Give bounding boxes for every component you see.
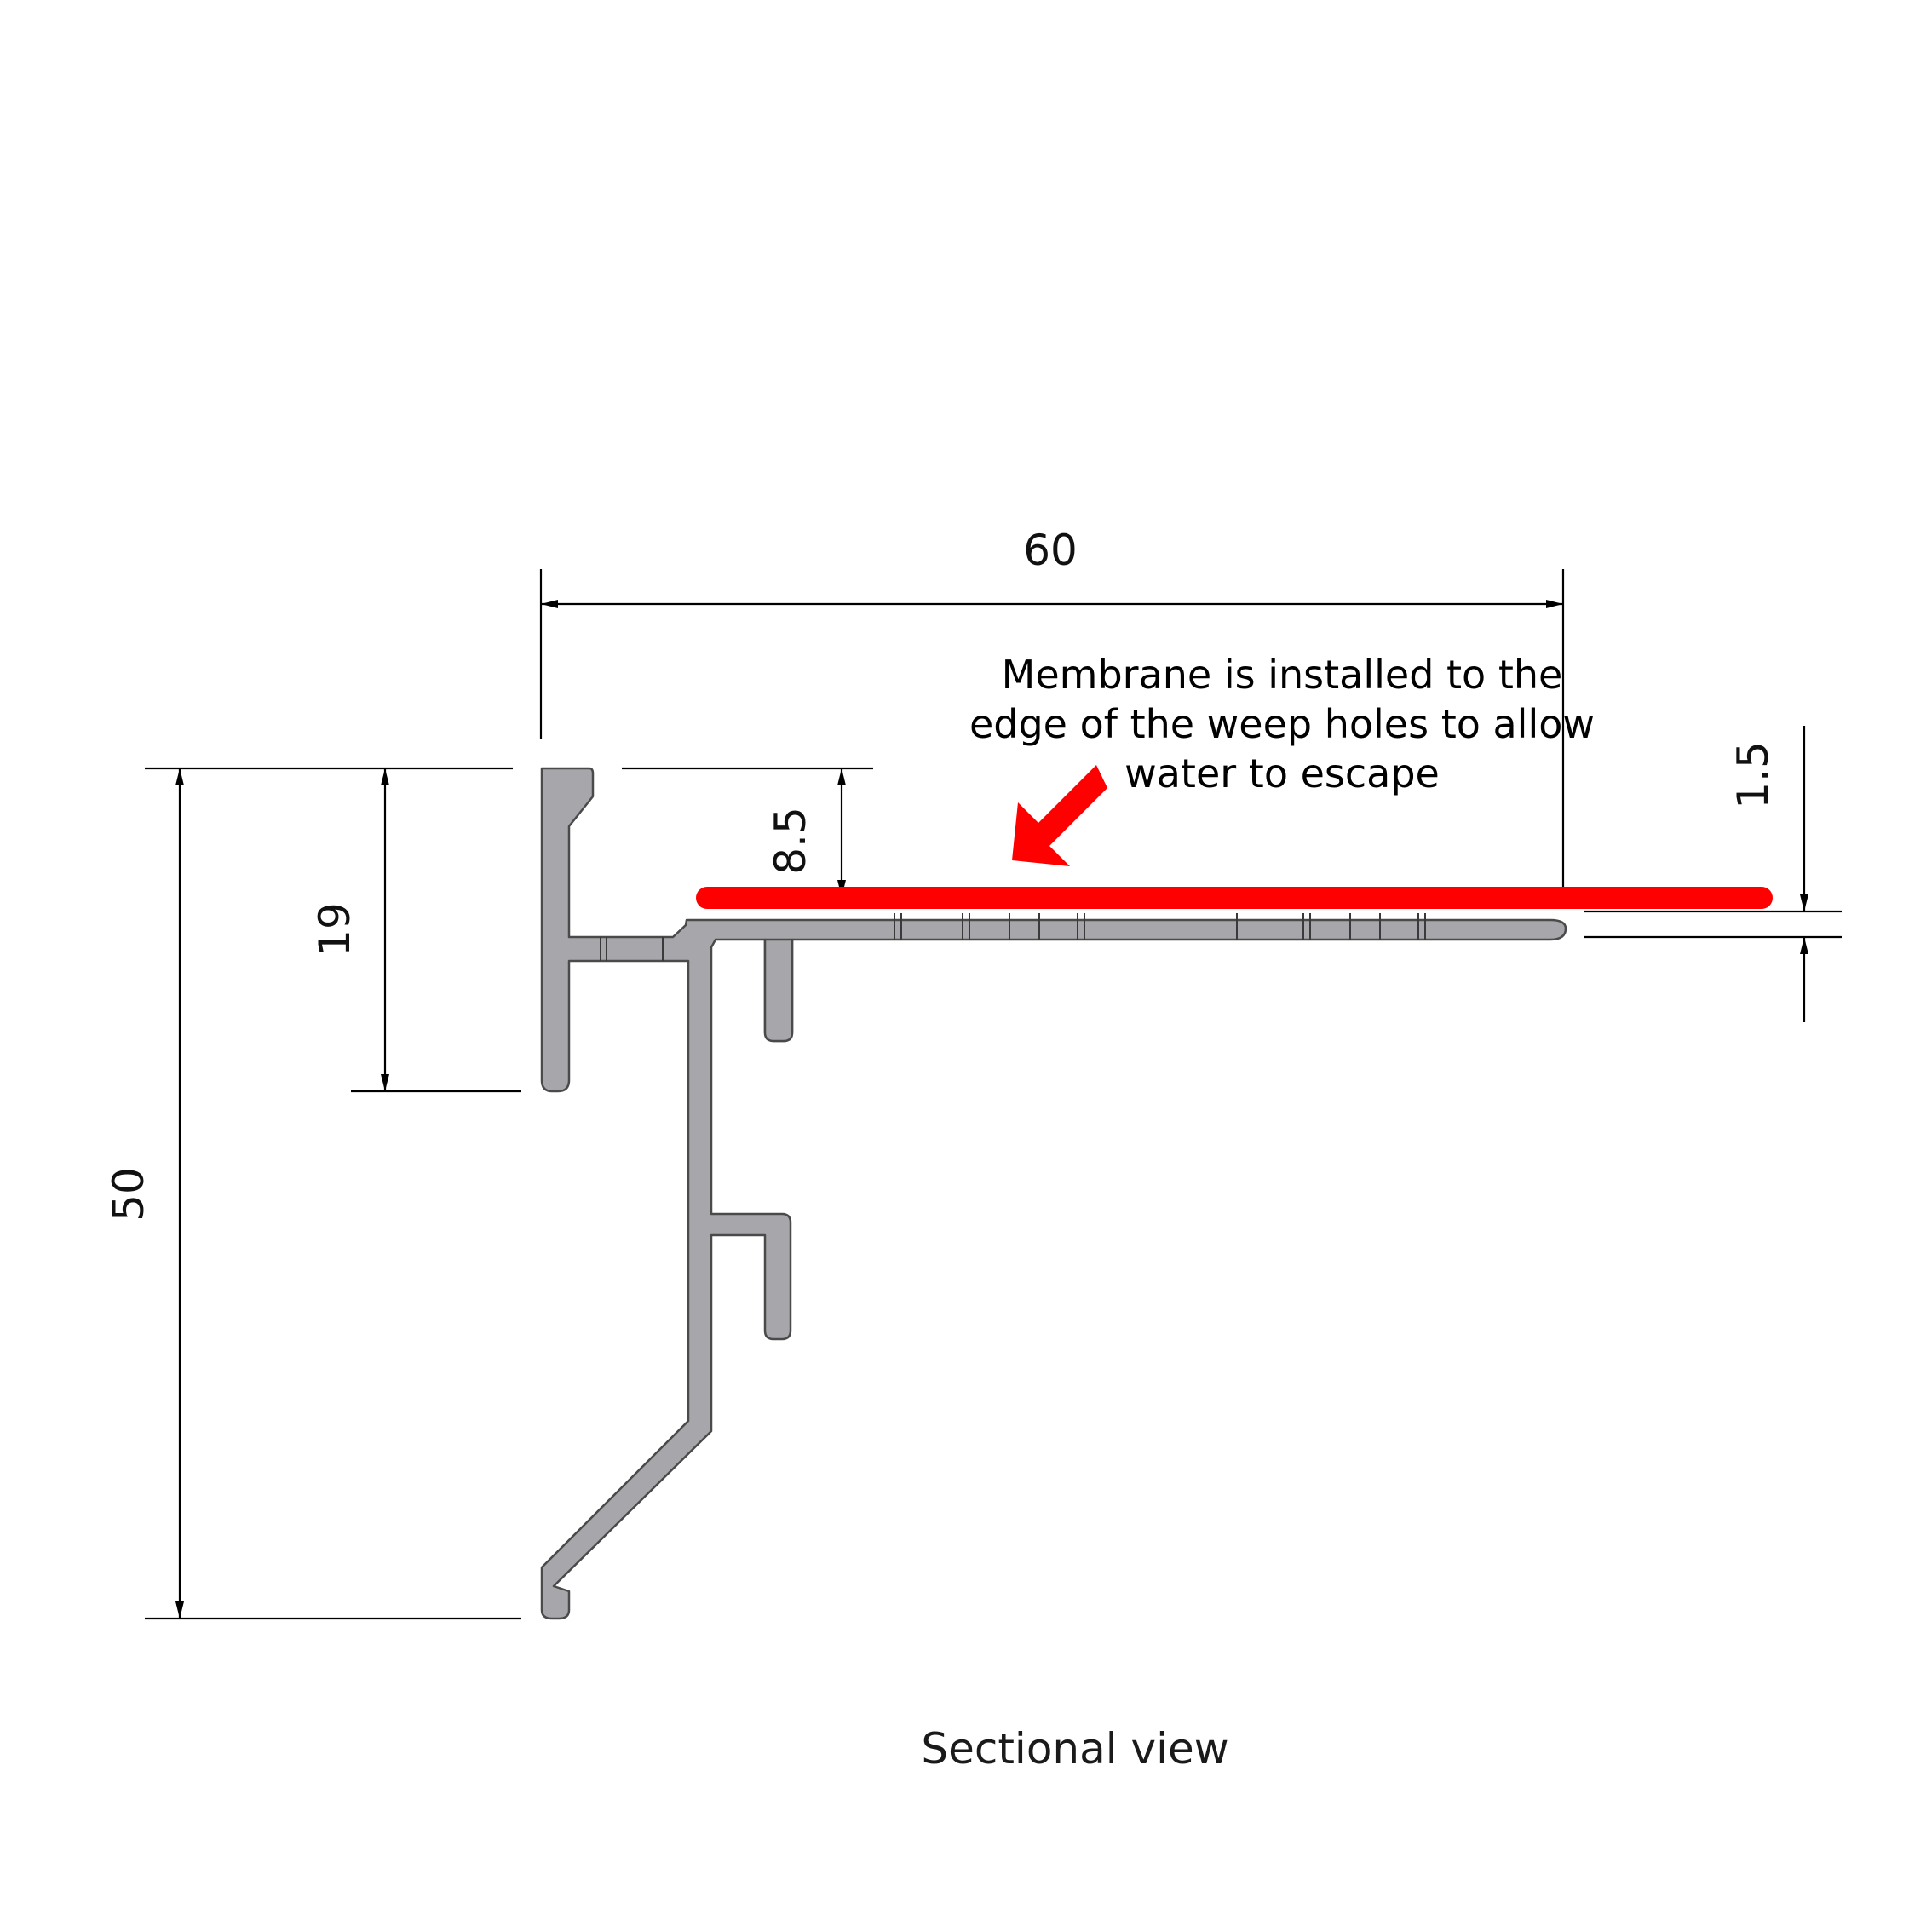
- profile-section: [540, 767, 1567, 1620]
- dimension-8-5: 8.5: [622, 767, 873, 897]
- profile-left-flange: [540, 767, 1567, 1620]
- red-arrow-icon: [1012, 765, 1107, 866]
- dimension-1-5: 1.5: [1584, 726, 1842, 1022]
- dimension-label-50: 50: [104, 1167, 153, 1222]
- dimension-label-8-5: 8.5: [766, 807, 815, 875]
- caption: Sectional view: [921, 1724, 1228, 1774]
- annotation-line-2: edge of the weep holes to allow: [969, 701, 1595, 747]
- dimension-label-19: 19: [310, 902, 359, 957]
- dimension-50: 50: [104, 767, 521, 1620]
- dimension-label-1-5: 1.5: [1728, 741, 1778, 809]
- weep-holes: [600, 913, 1426, 961]
- dimension-19: 19: [310, 768, 521, 1093]
- profile-downstand: [763, 938, 794, 1043]
- annotation-line-3: water to escape: [1124, 750, 1440, 796]
- annotation-line-1: Membrane is installed to the: [1002, 652, 1563, 698]
- annotation-note: Membrane is installed to the edge of the…: [969, 652, 1595, 796]
- dimension-60: 60: [539, 526, 1565, 888]
- dimension-label-60: 60: [1023, 526, 1078, 575]
